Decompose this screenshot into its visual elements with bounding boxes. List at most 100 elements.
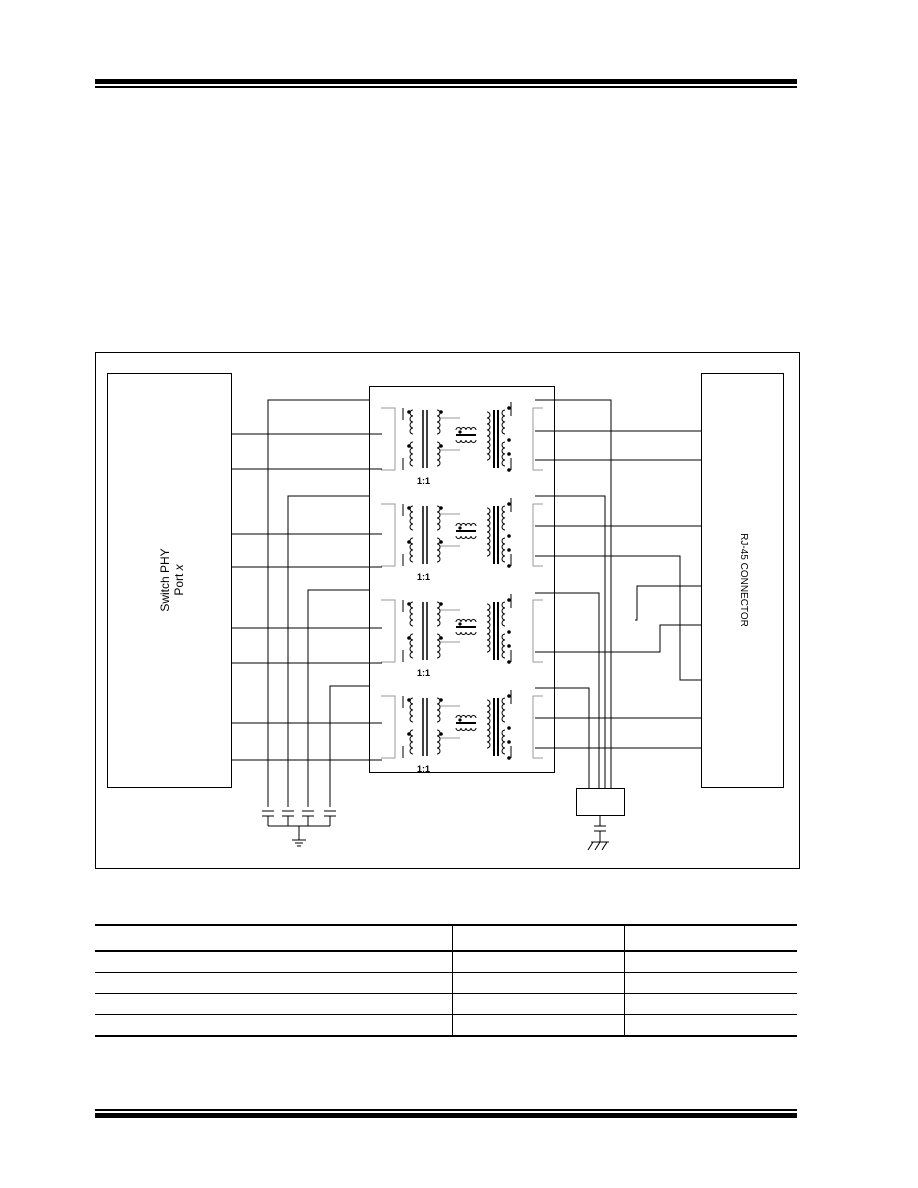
wiring <box>232 399 702 807</box>
polarity-dot <box>458 718 462 722</box>
polarity-dot <box>507 452 511 456</box>
table-cell <box>451 993 624 1015</box>
switch-phy-box <box>107 373 232 788</box>
polarity-dot <box>407 540 411 544</box>
transformer-channel-3: 1:1 <box>381 594 543 678</box>
channel-trace <box>532 407 543 471</box>
channel-trace <box>381 503 396 567</box>
polarity-dot <box>507 694 511 698</box>
polarity-dot <box>407 602 411 606</box>
polarity-dot <box>507 502 511 506</box>
channel-trace <box>381 695 396 759</box>
transformer-channel-1: 1:1 <box>381 402 543 486</box>
polarity-dot <box>439 732 443 736</box>
polarity-dot <box>507 548 511 552</box>
phy-label-port: Port <box>172 573 186 596</box>
polarity-dot <box>439 444 443 448</box>
channel-trace <box>532 599 543 663</box>
polarity-dot <box>407 444 411 448</box>
wire <box>267 399 369 807</box>
ratio-label: 1:1 <box>417 668 430 678</box>
chassis-ground-hatch <box>594 841 601 851</box>
data-table <box>95 924 797 1037</box>
wire <box>535 555 702 681</box>
table-cell <box>623 924 797 952</box>
table-cell <box>451 1014 624 1037</box>
coil <box>409 601 414 627</box>
coil <box>486 507 491 557</box>
coil <box>436 729 441 755</box>
polarity-dot <box>507 630 511 634</box>
capacitor-bank <box>262 810 609 851</box>
choke-winding <box>455 715 477 719</box>
wire <box>535 592 600 788</box>
table-cell <box>451 972 624 994</box>
ratio-label: 1:1 <box>417 476 430 486</box>
table-row <box>95 993 797 1015</box>
coil <box>501 505 506 531</box>
polarity-dot <box>439 410 443 414</box>
chassis-ground-hatch <box>601 841 608 851</box>
channel-trace <box>440 609 460 643</box>
polarity-dot <box>507 534 511 538</box>
wire <box>535 399 612 788</box>
coil <box>501 697 506 723</box>
wire <box>287 495 369 807</box>
ratio-label: 1:1 <box>417 572 430 582</box>
choke-winding <box>455 427 477 431</box>
phy-label-line2: Port x <box>172 563 186 595</box>
termination-box <box>576 788 625 816</box>
channel-trace <box>532 503 543 567</box>
magnetics-module-box <box>369 386 555 773</box>
figure-border <box>95 352 800 869</box>
chassis-ground-hatch <box>587 841 594 851</box>
table-cell <box>95 1014 452 1037</box>
coil <box>486 699 491 749</box>
coil <box>409 409 414 435</box>
coil <box>409 697 414 723</box>
coil <box>501 537 506 563</box>
phy-label-var: x <box>172 563 186 571</box>
polarity-dot <box>407 410 411 414</box>
coil <box>409 633 414 659</box>
table-row <box>95 972 797 994</box>
polarity-dot <box>507 756 511 760</box>
channel-trace <box>440 417 460 451</box>
table-cell <box>623 993 797 1015</box>
transformer-channels: 1:1 1:1 1:1 1:1 <box>381 402 543 774</box>
coil <box>409 537 414 563</box>
wire <box>535 687 590 788</box>
channel-trace <box>532 695 543 759</box>
coil <box>486 411 491 461</box>
transformer-channel-2: 1:1 <box>381 498 543 582</box>
polarity-dot <box>507 438 511 442</box>
coil <box>409 729 414 755</box>
table-cell <box>623 972 797 994</box>
coil <box>486 603 491 653</box>
choke-winding <box>455 523 477 527</box>
table-cell <box>95 972 452 994</box>
polarity-dot <box>439 636 443 640</box>
coil <box>436 505 441 531</box>
polarity-dot <box>407 506 411 510</box>
polarity-dot <box>407 636 411 640</box>
table-cell <box>623 950 797 973</box>
table-cell <box>95 950 452 973</box>
table-cell <box>451 950 624 973</box>
header-rule-thin <box>95 86 797 88</box>
coil <box>436 441 441 467</box>
table-cell <box>95 993 452 1015</box>
polarity-dot <box>458 526 462 530</box>
coil <box>436 601 441 627</box>
channel-trace <box>381 599 396 663</box>
polarity-dot <box>507 644 511 648</box>
polarity-dot <box>407 698 411 702</box>
wire <box>329 685 369 807</box>
header-rule-thick <box>95 79 797 84</box>
coil <box>409 441 414 467</box>
coil <box>436 633 441 659</box>
transformer-channel-4: 1:1 <box>381 690 543 774</box>
rj45-connector-box <box>701 373 784 788</box>
footer-rule-thick <box>95 1113 797 1118</box>
